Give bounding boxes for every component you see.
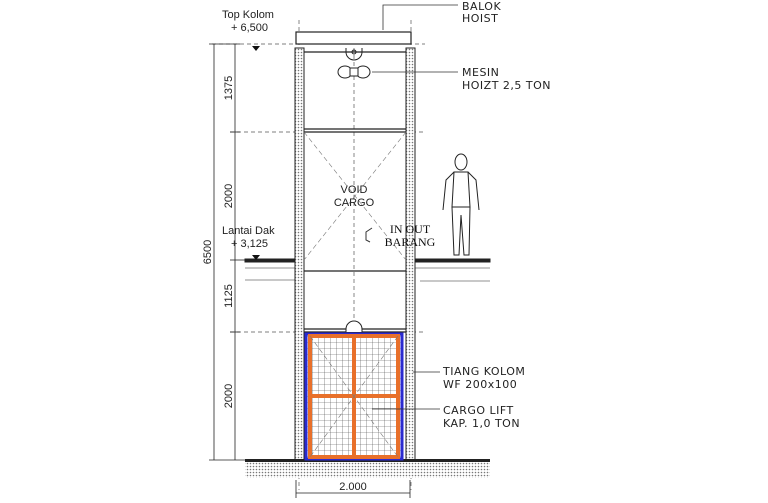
dim-2000-lower: 2000	[223, 384, 235, 408]
void-cargo-label: VOID	[341, 184, 368, 196]
in-out-arrow-icon	[365, 227, 373, 243]
ground-slab	[245, 459, 490, 478]
void-cargo-label-2: CARGO	[334, 197, 375, 209]
cargo-lift	[304, 332, 404, 461]
lantai-dak-label: Lantai Dak	[222, 225, 275, 237]
level-marker-icon	[252, 46, 260, 51]
mesin-label-2: HOIZT 2,5 TON	[462, 79, 551, 92]
hoist-machine-icon	[337, 65, 371, 79]
void-cross	[303, 131, 407, 261]
lantai-dak-slab	[244, 258, 491, 282]
dim-width: 2.000	[339, 481, 367, 493]
dim-total: 6500	[202, 240, 214, 264]
balok-hoist-label: BALOK	[462, 0, 501, 13]
hook	[345, 48, 363, 61]
top-kolom-level: + 6,500	[231, 22, 268, 34]
balok-hoist	[295, 31, 412, 45]
dim-1125: 1125	[223, 284, 235, 308]
dim-1375: 1375	[223, 76, 235, 100]
tiang-kolom-label: TIANG KOLOM	[442, 365, 525, 378]
dim-2000-upper: 2000	[223, 184, 235, 208]
mesin-label: MESIN	[462, 66, 499, 79]
tiang-kolom-label-2: WF 200x100	[443, 378, 517, 391]
person-figure	[442, 153, 480, 256]
dimension-lines	[209, 43, 411, 498]
cargo-lift-label: CARGO LIFT	[443, 404, 514, 417]
top-kolom-label: Top Kolom	[222, 9, 274, 21]
leader-lines	[372, 4, 458, 410]
in-out-label: IN OUT	[390, 222, 431, 236]
lantai-dak-level: + 3,125	[231, 238, 268, 250]
cargo-lift-label-2: KAP. 1,0 TON	[443, 417, 520, 430]
in-out-label-2: BARANG	[385, 235, 436, 249]
balok-hoist-label-2: HOIST	[462, 12, 498, 25]
level-marker-icon	[252, 255, 260, 260]
